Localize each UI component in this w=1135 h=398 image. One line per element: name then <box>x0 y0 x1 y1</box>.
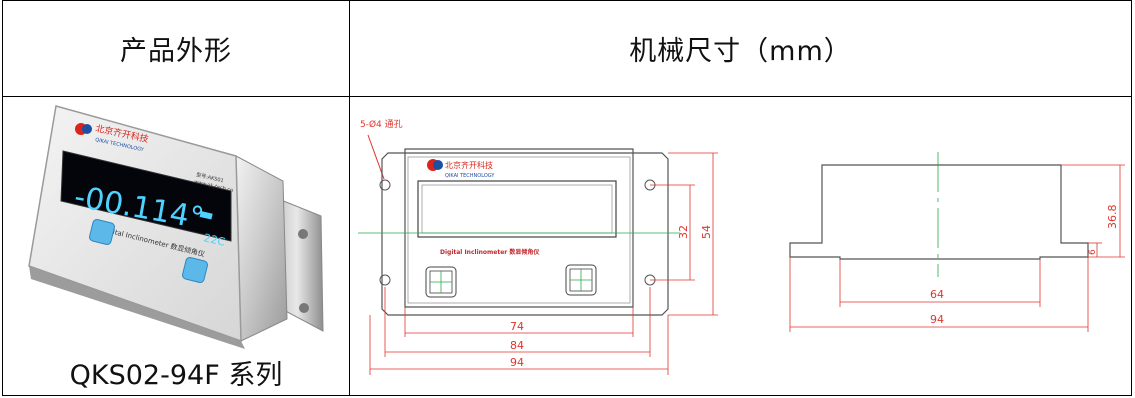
mount-hole <box>379 274 391 286</box>
table-row-divider <box>3 96 1131 97</box>
mechanical-drawing: 5-Ø4 通孔 北京齐开科技 QIKAI TECHNOLOGY Digital … <box>358 119 1125 375</box>
body-side <box>235 155 288 342</box>
front-view: 5-Ø4 通孔 北京齐开科技 QIKAI TECHNOLOGY Digital … <box>358 119 718 375</box>
dim-54: 54 <box>700 225 713 239</box>
drawing-panel-label: Digital Inclinometer 数显倾角仪 <box>440 248 540 256</box>
product-model-name: QKS02-94F 系列 <box>69 359 283 391</box>
body-bottom <box>29 266 245 349</box>
table-column-divider <box>349 1 350 395</box>
dim-94-side: 94 <box>930 313 944 326</box>
temperature-readout: 22C <box>202 231 226 249</box>
power-button <box>89 219 115 245</box>
zero-button <box>182 257 208 283</box>
battery-icon <box>199 211 213 220</box>
drawing-brand-en: QIKAI TECHNOLOGY <box>445 173 495 179</box>
dim-84: 84 <box>510 339 524 352</box>
flange-hole <box>299 303 309 313</box>
dim-74: 74 <box>510 320 524 333</box>
drawing-button-right <box>565 264 597 296</box>
flange-hole <box>298 229 308 239</box>
drawing-button-left <box>425 266 457 298</box>
display-window <box>417 180 617 238</box>
dim-32: 32 <box>677 225 690 239</box>
side-view: 64 94 36.8 6 <box>789 152 1125 332</box>
dim-6: 6 <box>1088 249 1098 255</box>
header-product-appearance: 产品外形 <box>120 36 232 67</box>
dim-94: 94 <box>510 356 524 369</box>
dim-36-8: 36.8 <box>1106 205 1119 230</box>
dim-64: 64 <box>930 288 944 301</box>
drawing-brand-cn: 北京齐开科技 <box>445 160 493 170</box>
lcd-display <box>60 150 232 242</box>
product-photo: -00.114° 北京齐开科技 QIKAI TECHNOLOGY 型号:AKS0… <box>28 105 324 349</box>
front-outline <box>381 152 669 316</box>
side-outline <box>789 164 1089 260</box>
header-mechanical-dimensions: 机械尺寸（mm） <box>629 36 852 67</box>
front-body-inner <box>407 156 631 304</box>
hole-callout: 5-Ø4 通孔 <box>360 119 403 130</box>
front-body <box>404 148 634 308</box>
mount-hole <box>379 179 391 191</box>
